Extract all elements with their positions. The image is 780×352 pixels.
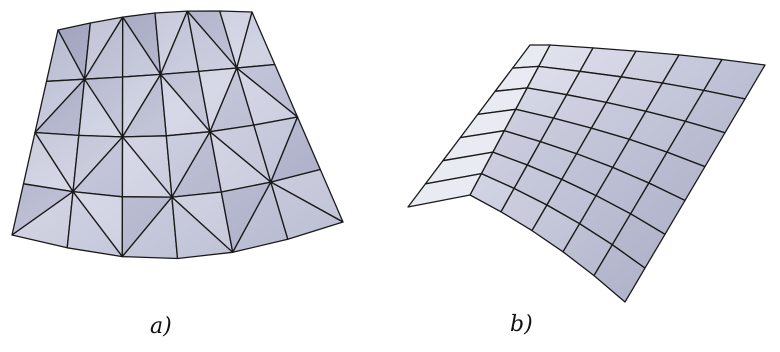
caption-b: b) — [510, 312, 533, 337]
mesh-triangle — [270, 181, 344, 240]
mesh-quad — [593, 244, 646, 303]
triangular-mesh-surface — [11, 10, 344, 260]
quadrilateral-mesh-surface — [407, 44, 766, 303]
mesh-triangle — [66, 190, 123, 258]
mesh-triangle — [171, 196, 234, 260]
caption-a: a) — [150, 314, 172, 339]
mesh-quad — [407, 172, 483, 208]
